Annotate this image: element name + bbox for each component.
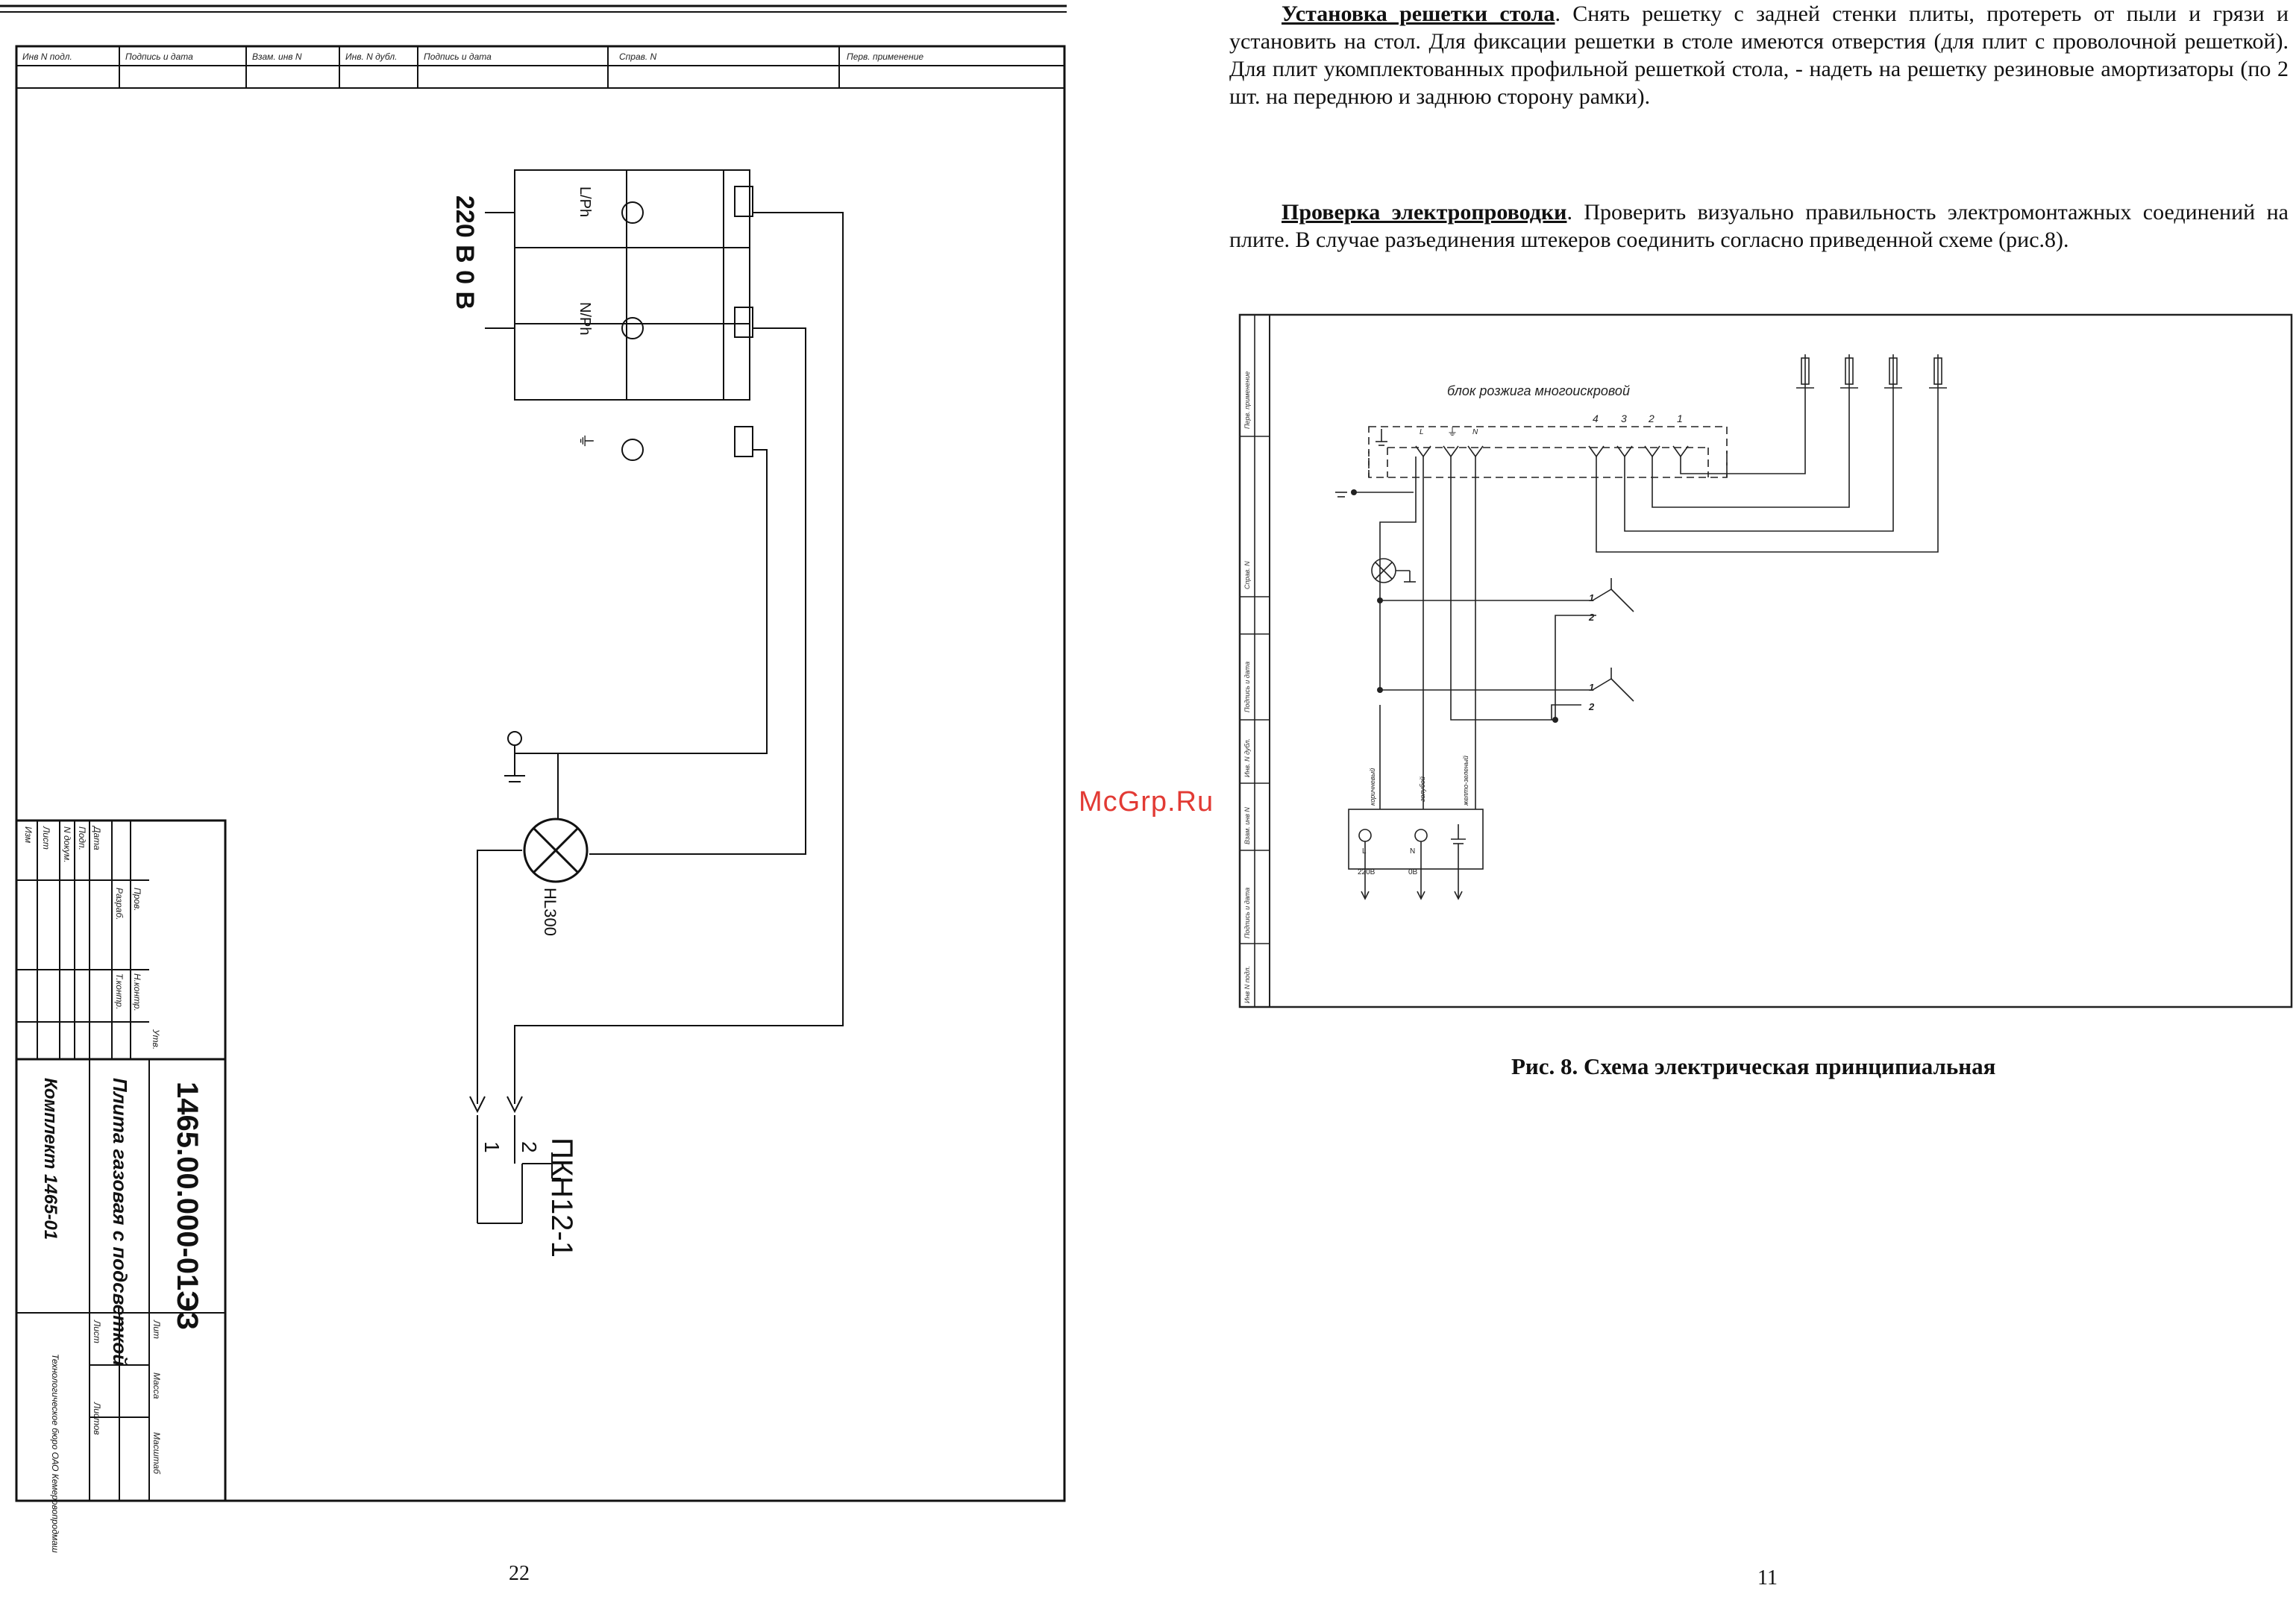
channel-2: 2	[1648, 412, 1654, 424]
paragraph-wiring-check: Проверка электропроводки. Проверить визу…	[1229, 198, 2289, 254]
tb-col-3: Лист	[92, 1320, 102, 1343]
side-label-3: Инв. N дубл.	[1243, 738, 1251, 777]
tb-col-0: Лит	[151, 1320, 162, 1339]
wire-color-yellowgreen: желто-зеленый	[1462, 756, 1469, 806]
watermark: McGrp.Ru	[1079, 786, 1214, 818]
connector-voltage-0: 0В	[1408, 868, 1418, 876]
switch-pin-2: 2	[518, 1141, 541, 1153]
paragraph-text-grid: . Снять решетку с задней стенки плиты, п…	[1229, 1, 2289, 109]
switch2-pin-2: 2	[1588, 701, 1595, 712]
doc-number: 1465.00.000-01ЭЗ	[171, 1082, 204, 1330]
connector-label-l: L	[1362, 847, 1367, 856]
channel-4: 4	[1593, 412, 1599, 424]
channel-1: 1	[1677, 412, 1683, 424]
voltage-label: 220 В 0 В	[451, 195, 479, 310]
connector-voltage-220: 220В	[1358, 868, 1376, 876]
switch1-pin-1: 1	[1589, 592, 1594, 603]
switch-label: ПКН12-1	[545, 1138, 578, 1258]
side-label-1: Справ. N	[1243, 561, 1251, 589]
tb-row-5: Разраб.	[114, 888, 125, 920]
wire-color-blue: голубой	[1419, 776, 1426, 802]
tb-row-1: Лист	[41, 826, 51, 850]
block-terminal-l: L	[1420, 428, 1424, 436]
side-label-6: Инв N подл.	[1243, 966, 1251, 1003]
header-cell-3: Инв. N дубл.	[345, 51, 397, 62]
left-page-number: 22	[509, 1562, 530, 1585]
tb-row-0: Изм	[23, 826, 34, 843]
header-cell-2: Взам. инв N	[252, 51, 302, 62]
switch1-pin-2: 2	[1588, 612, 1595, 623]
switch-pin-1: 1	[480, 1141, 504, 1153]
header-cell-5: Справ. N	[619, 51, 657, 62]
header-cell-6: Перв. применение	[847, 51, 923, 62]
right-page-number: 11	[1757, 1566, 1778, 1590]
terminal-label-lph: L/Ph	[577, 186, 593, 217]
block-terminal-n: N	[1472, 428, 1478, 436]
channel-3: 3	[1621, 412, 1627, 424]
tb-row-6: Пров.	[132, 888, 142, 912]
paragraph-heading-grid: Установка решетки стола	[1282, 1, 1555, 26]
tb-row-4: Дата	[92, 825, 102, 850]
terminal-label-ground: ⏚	[577, 433, 595, 449]
side-label-2: Подпись и дата	[1243, 662, 1251, 712]
header-cell-4: Подпись и дата	[424, 51, 492, 62]
tb-row-9: Утв.	[151, 1029, 161, 1049]
tb-col-1: Масса	[151, 1372, 162, 1399]
doc-set: Комплект 1465-01	[40, 1078, 60, 1240]
terminal-label-nph: N/Ph	[577, 302, 593, 335]
switch2-pin-1: 1	[1589, 682, 1594, 693]
side-label-4: Взам. инв N	[1243, 807, 1251, 844]
doc-org: Технологическое бюро ОАО Кемеровопродмаш	[50, 1354, 60, 1553]
tb-row-2: N докум.	[62, 826, 72, 863]
header-cell-0: Инв N подл.	[22, 51, 72, 62]
block-terminal-ground: ⏚	[1447, 426, 1458, 438]
tb-col-2: Масштаб	[151, 1432, 162, 1475]
paragraph-text-wiring: . Проверить визуально правильность элект…	[1229, 200, 2289, 252]
tb-row-3: Подп.	[77, 826, 87, 850]
doc-title: Плита газовая с подсветкой	[109, 1078, 131, 1366]
header-cell-1: Подпись и дата	[125, 51, 193, 62]
left-page: Инв N подл. Подпись и дата Взам. инв N И…	[0, 0, 1074, 1597]
paragraph-heading-wiring: Проверка электропроводки	[1282, 200, 1567, 225]
tb-row-7: Т.контр.	[114, 973, 125, 1009]
side-label-0: Перв. применение	[1243, 371, 1251, 429]
block-label: блок розжига многоискровой	[1447, 383, 1630, 398]
paragraph-grid-install: Установка решетки стола. Снять решетку с…	[1229, 0, 2289, 110]
side-label-5: Подпись и дата	[1243, 888, 1251, 938]
figure-caption: Рис. 8. Схема электрическая принципиальн…	[1511, 1053, 1996, 1079]
tb-row-8: Н.контр.	[132, 973, 142, 1011]
left-schematic: Инв N подл. Подпись и дата Взам. инв N И…	[0, 4, 1067, 1553]
lamp-label: HL300	[541, 888, 559, 936]
tb-col-4: Листов	[92, 1402, 102, 1435]
connector-label-n: N	[1410, 847, 1415, 856]
wire-color-brown: коричневый	[1369, 768, 1376, 806]
